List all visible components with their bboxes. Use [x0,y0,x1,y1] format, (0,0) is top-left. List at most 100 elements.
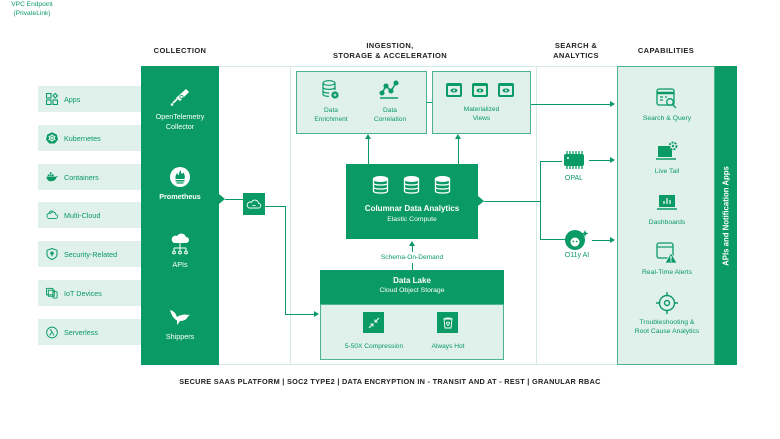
database-icon [434,176,451,194]
column-title-collection: COLLECTION [153,46,207,55]
connector-line [592,240,611,241]
connector-line [589,160,611,161]
capability-label: Real-Time Alerts [642,269,692,276]
connector-line [265,206,285,207]
divider [536,66,537,365]
source-label: Multi-Cloud [64,210,101,220]
compression-label: 5-50X Compression [344,343,404,350]
connector-notch [478,196,484,206]
column-title-search: SEARCH & ANALYTICS [536,41,616,61]
data-enrichment-label: Data Enrichment [303,106,359,124]
collector-prometheus: Prometheus [141,166,219,202]
divider [290,66,291,365]
opal-chip-icon [562,150,586,175]
source-security-related: Security-Related [38,241,142,267]
kubernetes-icon [46,132,58,144]
source-label: Serverless [64,327,98,337]
label-line: Enrichment [314,116,348,123]
connector-line [484,201,540,202]
data-lake-subtitle: Cloud Object Storage [379,287,445,294]
docker-icon [46,171,58,183]
arrow-icon [610,237,615,243]
arrow-icon [365,134,371,139]
connector-notch [219,194,225,204]
data-lake-features: 5-50X Compression Always Hot [320,304,504,360]
apis-notification-bar: APIs and Notification Apps [715,66,737,365]
lambda-icon [46,326,58,338]
collection-column: OpenTelemetry Collector Prometheus APIs … [141,66,219,365]
footer-compliance-text: SECURE SAAS PLATFORM | SOC2 TYPE2 | DATA… [179,377,601,386]
analytics-subtitle: Elastic Compute [387,216,437,223]
devices-icon [46,287,58,299]
capability-dashboards: Dashboards [618,191,716,227]
hot-storage-icon [437,312,458,333]
column-title-ingestion: INGESTION, STORAGE & ACCELERATION [300,41,480,61]
connector-line [531,104,611,105]
data-lake-title: Data Lake [393,276,431,285]
capability-label: Live Tail [654,168,680,175]
capability-live-tail: Live Tail [618,140,716,176]
correlation-chart-icon [379,80,399,105]
arrow-icon [455,134,461,139]
collector-label: OpenTelemetry [155,112,205,121]
bird-icon [141,306,219,328]
source-label: Containers [64,172,99,182]
arrow-icon [610,157,615,163]
capability-label: Search & Query [642,115,692,122]
compression-icon [363,312,384,333]
label-line: Materialized [463,106,500,113]
collector-label: Shippers [165,332,195,341]
label-line: Data [383,107,397,114]
analytics-db-icons [372,176,451,194]
views-icons [445,82,515,98]
capability-search-query: Search & Query [618,87,716,123]
apis-notification-label: APIs and Notification Apps [721,165,731,266]
source-multi-cloud: Multi-Cloud [38,202,142,228]
capability-real-time-alerts: Real-Time Alerts [618,241,716,277]
source-kubernetes: Kubernetes [38,125,142,151]
source-label: Security-Related [64,249,118,259]
connector-line [540,161,562,162]
connector-line [412,245,413,252]
vpc-endpoint-icon [243,193,265,215]
capability-label: Root Cause Analytics [634,328,700,335]
view-window-icon [472,83,488,97]
connector-line [225,199,243,200]
vpc-endpoint-label: VPC Endpoint (PrivateLink) [0,0,64,18]
opal-label: OPAL [564,175,584,182]
materialized-views-label: Materialized Views [433,105,530,123]
telescope-icon [141,86,219,108]
columnar-analytics-box: Columnar Data Analytics Elastic Compute [346,164,478,239]
connector-line [285,206,286,314]
view-window-icon [446,83,462,97]
connector-line [285,314,316,315]
collector-opentelemetry: OpenTelemetry Collector [141,86,219,131]
connector-line [458,138,459,164]
arrow-icon [610,101,615,107]
arrow-icon [314,311,319,317]
label-line: Data [324,107,338,114]
api-cloud-icon [141,233,219,256]
apps-icon [46,93,58,105]
enrichment-correlation-box: Data Enrichment Data Correlation [296,71,427,134]
database-icon [372,176,389,194]
analytics-title: Columnar Data Analytics [364,204,460,213]
source-label: IoT Devices [64,288,102,298]
collector-label: Prometheus [159,192,201,201]
dashboard-icon [618,191,716,215]
connector-line [427,102,432,103]
connector-line [412,263,413,270]
source-label: Kubernetes [64,133,101,143]
o11y-ai-label: O11y AI [564,252,590,259]
data-lake-header: Data Lake Cloud Object Storage [320,270,504,304]
label-line: Views [472,115,491,122]
capability-troubleshooting: Troubleshooting & Root Cause Analytics [618,291,716,336]
data-correlation-label: Data Correlation [359,106,421,124]
search-table-icon [618,87,716,111]
source-serverless: Serverless [38,319,142,345]
collector-apis: APIs [141,233,219,270]
column-title-search-line1: SEARCH & [554,41,598,50]
collector-label: APIs [172,260,188,269]
database-plus-icon [321,80,339,105]
vpc-label-line2: (PrivateLink) [13,10,51,17]
